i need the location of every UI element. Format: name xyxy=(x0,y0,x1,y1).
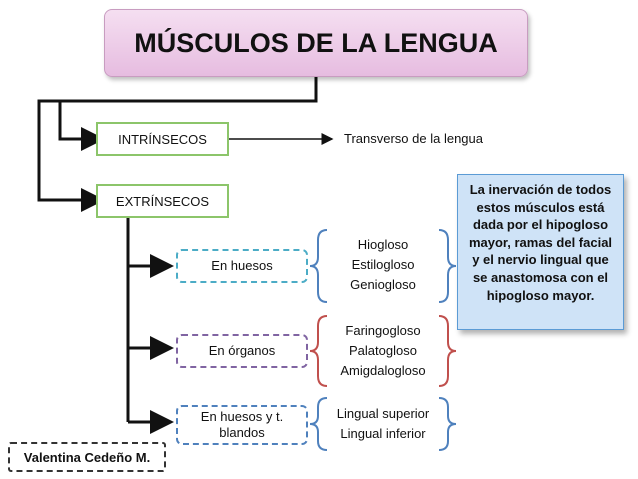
brace-right-huesos xyxy=(438,229,457,303)
brace-right-organos xyxy=(438,315,457,387)
diagram-title: MÚSCULOS DE LA LENGUA xyxy=(104,9,528,77)
group-en-huesos-y-blandos: En huesos y t. blandos xyxy=(176,405,308,445)
list-item: Hiogloso xyxy=(357,237,409,252)
intrinsecos-box: INTRÍNSECOS xyxy=(96,122,229,156)
list-item: Lingual superior xyxy=(336,406,430,421)
title-connector xyxy=(37,77,318,212)
list-item: Faringogloso xyxy=(345,323,421,338)
list-item: Palatogloso xyxy=(349,343,417,358)
brace-left-blandos xyxy=(309,397,328,451)
author-label: Valentina Cedeño M. xyxy=(8,442,166,472)
group-en-huesos: En huesos xyxy=(176,249,308,283)
extrinsecos-box: EXTRÍNSECOS xyxy=(96,184,229,218)
brace-right-blandos xyxy=(438,397,457,451)
list-item: Amigdalogloso xyxy=(340,363,426,378)
brace-left-huesos xyxy=(309,229,328,303)
innervation-note: La inervación de todos estos músculos es… xyxy=(457,174,624,330)
intrinsecos-result: Transverso de la lengua xyxy=(344,131,483,146)
list-item: Geniogloso xyxy=(350,277,416,292)
list-item: Lingual inferior xyxy=(340,426,426,441)
list-en-huesos: Hiogloso Estilogloso Geniogloso xyxy=(330,235,436,295)
list-en-organos: Faringogloso Palatogloso Amigdalogloso xyxy=(330,321,436,381)
group-en-organos: En órganos xyxy=(176,334,308,368)
list-item: Estilogloso xyxy=(351,257,415,272)
list-en-huesos-y-blandos: Lingual superior Lingual inferior xyxy=(326,404,440,444)
brace-left-organos xyxy=(309,315,328,387)
intrinsecos-connector xyxy=(58,101,105,151)
